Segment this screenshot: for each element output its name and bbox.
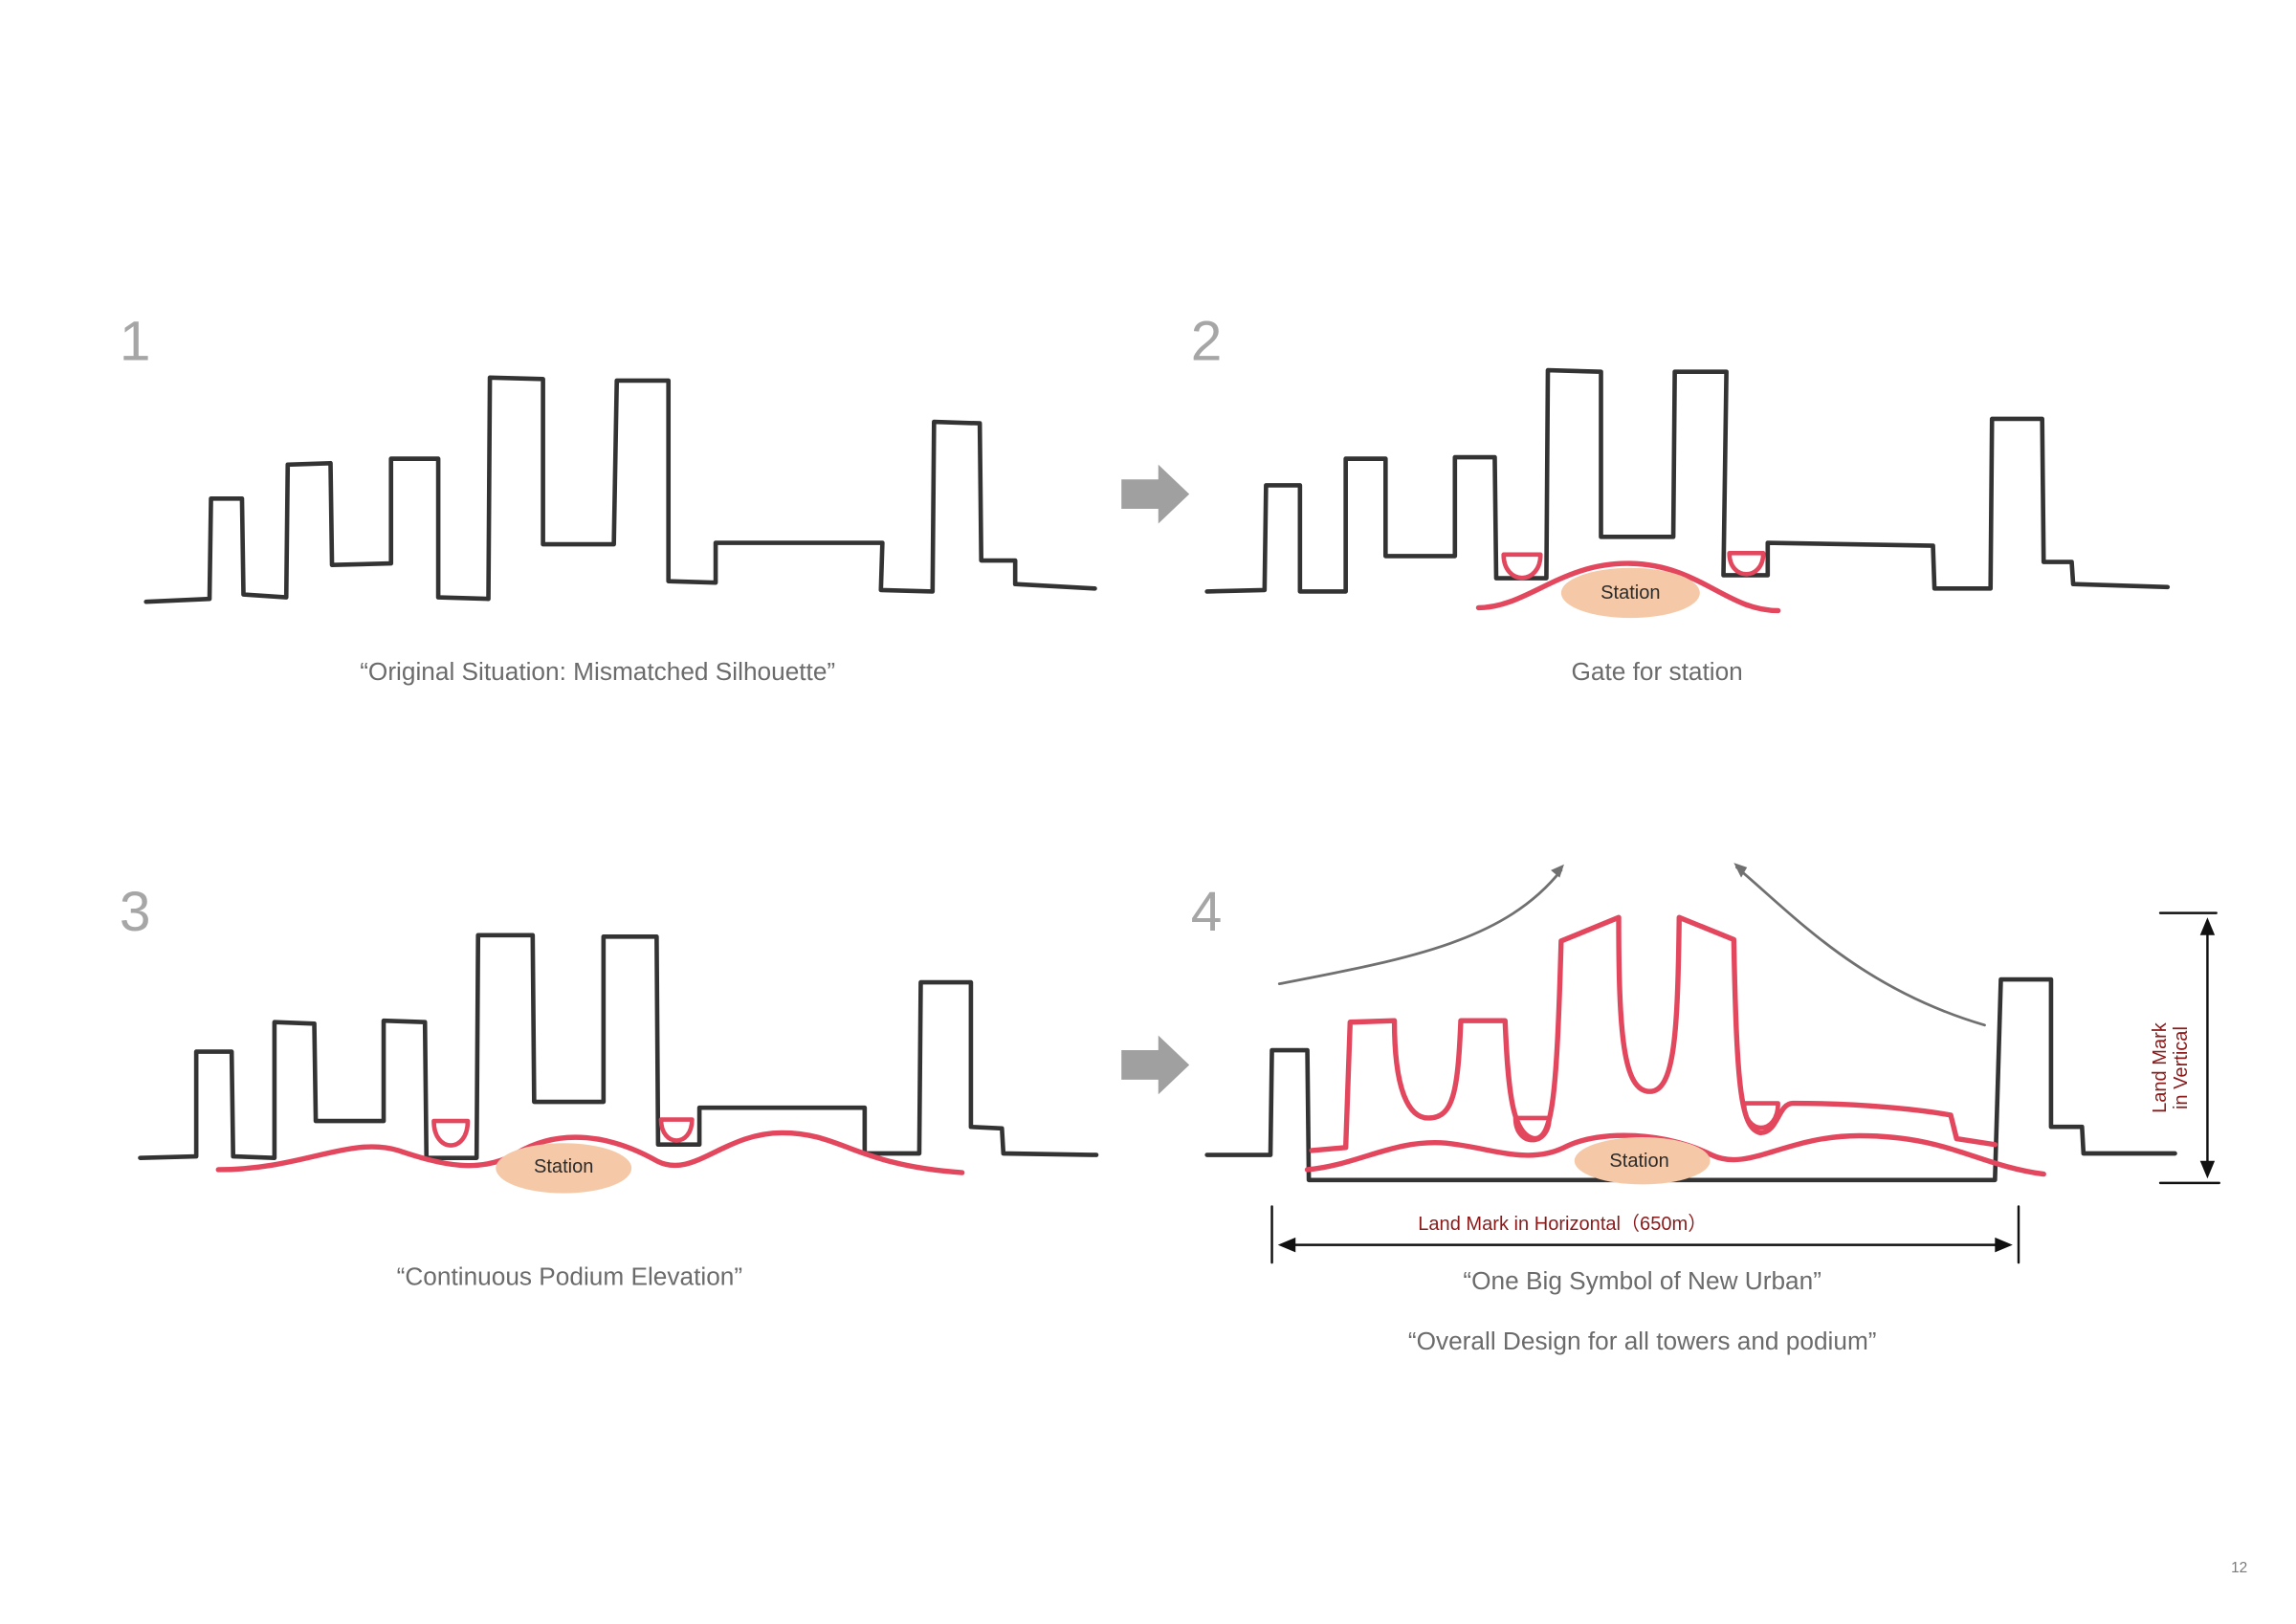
panel-4-number: 4 <box>1190 882 1223 945</box>
horizontal-landmark-label: Land Mark in Horizontal（650m） <box>1418 1212 1708 1235</box>
horizontal-arrowhead-left <box>1277 1237 1296 1253</box>
vertical-label-line1: Land Mark <box>2148 1022 2171 1113</box>
horizontal-dimension <box>1270 1205 2020 1264</box>
panel-3-gate-left <box>431 1118 471 1148</box>
panel-4-caption: “One Big Symbol of New Urban” <box>1463 1266 1821 1296</box>
panel-1-number: 1 <box>119 311 151 374</box>
panel-3-caption: “Continuous Podium Elevation” <box>396 1262 743 1291</box>
panel-3-skyline <box>138 933 1099 1160</box>
panel-3-gate-right <box>658 1117 695 1143</box>
panel-2-station-blob <box>1560 567 1700 619</box>
panel-2-gate-left <box>1501 552 1543 581</box>
panel-2-skyline <box>1204 367 2171 594</box>
panel-4-base-line <box>1204 977 2177 1183</box>
vertical-landmark-label: Land Mark in Vertical <box>2148 1009 2192 1127</box>
panel-4-station-label: Station <box>1609 1149 1669 1172</box>
panel-3-station-blob <box>496 1143 632 1194</box>
vertical-label-line2: in Vertical <box>2169 1026 2192 1110</box>
panel-4-vision-arrowhead-right <box>1733 863 1748 878</box>
panel-3-podium-curve <box>215 1130 965 1175</box>
vertical-arrowhead-top <box>2199 917 2216 935</box>
panel-3-number: 3 <box>119 882 151 945</box>
panel-3-station-label: Station <box>533 1154 594 1177</box>
page-number: 12 <box>2231 1560 2248 1577</box>
panel-4-vision-arrow-left <box>1277 868 1563 986</box>
horizontal-arrowhead-right <box>1995 1237 2013 1253</box>
panel-4-subcaption: “Overall Design for all towers and podiu… <box>1407 1327 1877 1356</box>
panel-4-vision-arrow-right <box>1735 866 1986 1027</box>
panel-2-number: 2 <box>1190 311 1223 374</box>
panel-4-station-blob <box>1574 1137 1711 1185</box>
panel-4-gate-left <box>1512 1115 1552 1143</box>
progress-arrow-1-2 <box>1121 464 1190 524</box>
panel-2-podium-curve <box>1475 560 1781 614</box>
panel-4-vision-arrowhead-left <box>1551 864 1564 878</box>
panel-1-caption: “Original Situation: Mismatched Silhouet… <box>360 657 836 687</box>
panel-4-gate-right <box>1741 1101 1780 1130</box>
panel-2-station-label: Station <box>1601 581 1661 604</box>
panel-2-gate-right <box>1727 551 1766 577</box>
panel-2-caption: Gate for station <box>1571 657 1743 687</box>
vertical-arrowhead-bottom <box>2199 1160 2216 1179</box>
panel-4-tower-curve <box>1309 914 1998 1153</box>
panel-1-skyline <box>144 375 1097 604</box>
progress-arrow-3-4 <box>1121 1035 1190 1095</box>
vertical-dimension <box>2158 911 2221 1185</box>
